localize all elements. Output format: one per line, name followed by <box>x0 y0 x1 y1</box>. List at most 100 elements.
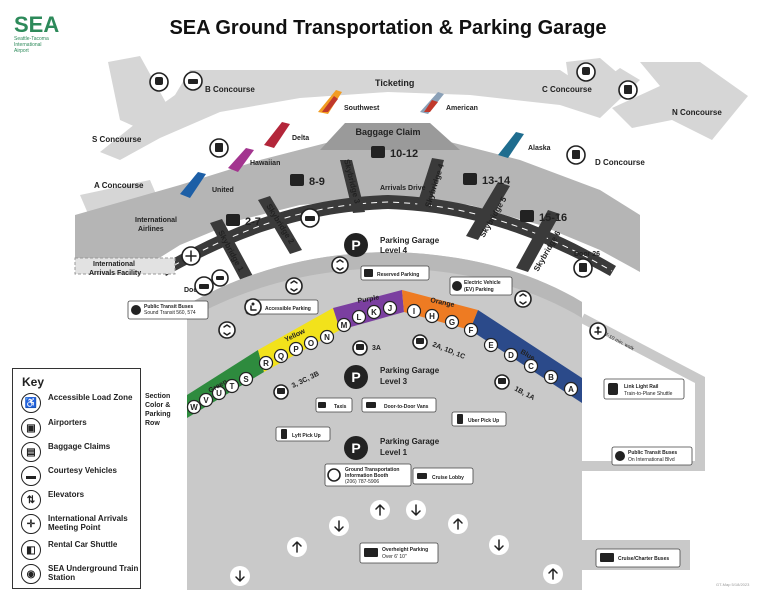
svg-text:8-9: 8-9 <box>309 176 325 188</box>
bus-icon <box>573 258 593 278</box>
elevator-icon <box>514 290 532 308</box>
logo-subtitle-2: International <box>14 42 42 48</box>
svg-text:Hawaiian: Hawaiian <box>250 160 280 167</box>
key-item-airporters: ▣ Airporters <box>21 418 139 440</box>
reserved-parking-box: Reserved Parking <box>360 265 430 281</box>
airline-alaska: Alaska <box>498 132 551 158</box>
svg-text:Electric Vehicle: Electric Vehicle <box>464 280 501 286</box>
concourse-a-label: A Concourse <box>94 181 144 190</box>
row-pin-f <box>463 322 479 338</box>
map-icons <box>149 62 638 482</box>
rental-car-icon <box>300 208 320 228</box>
section-legend-4: Row <box>145 420 160 427</box>
row-pin-i <box>406 303 422 319</box>
elevator-icon: ⇅ <box>21 490 41 510</box>
row-pin-h <box>424 308 440 324</box>
row-pin-l <box>351 309 367 325</box>
accessible-icon <box>244 298 262 316</box>
svg-text:Train-to-Plane Shuttle: Train-to-Plane Shuttle <box>624 391 673 397</box>
svg-text:Delta: Delta <box>292 135 309 142</box>
meeting-point-icon: ✛ <box>21 514 41 534</box>
airline-american: American <box>420 92 478 114</box>
taxi-icon <box>318 402 326 408</box>
arrow-up-icon <box>543 564 563 584</box>
row-pin-c <box>523 358 539 374</box>
arrow-down-icon <box>329 516 349 536</box>
walkway-to-light-rail <box>579 313 705 471</box>
row-pin-j <box>382 300 398 316</box>
row-letter-u: U <box>216 389 222 398</box>
logo-mark: SEA <box>14 12 59 37</box>
svg-text:United: United <box>212 187 234 194</box>
row-letter-i: I <box>413 307 415 316</box>
row-pin-g <box>444 314 460 330</box>
svg-text:P: P <box>351 440 360 456</box>
svg-text:P: P <box>351 369 360 385</box>
meeting-point-icon <box>181 246 201 266</box>
carousel-2-7: 2-7 <box>226 214 261 228</box>
row-pin-o <box>303 335 319 351</box>
arrow-down-icon <box>230 566 250 586</box>
arrow-up-icon <box>448 514 468 534</box>
terminal-band <box>75 138 640 272</box>
svg-text:Door-to-Door Vans: Door-to-Door Vans <box>384 404 429 410</box>
svg-text:Public Transit Buses: Public Transit Buses <box>628 450 677 456</box>
cruise-lobby-box: Cruise Lobby <box>412 467 474 485</box>
door-26-label: Door 26 <box>574 251 600 258</box>
arrow-down-icon <box>406 500 426 520</box>
row-letter-p: P <box>293 345 299 354</box>
accessible-parking-box: Accessible Parking <box>245 299 319 315</box>
row-pin-a <box>563 381 579 397</box>
gt-info-booth-box: Ground Transportation Information Booth … <box>324 463 412 487</box>
elevator-icon <box>218 321 236 339</box>
svg-text:Lyft Pick Up: Lyft Pick Up <box>292 433 321 439</box>
rental-car-icon <box>194 276 214 296</box>
svg-text:Level 1: Level 1 <box>380 448 408 457</box>
garage-level-3-marker: P Parking Garage Level 3 <box>344 365 440 389</box>
intl-airlines-label-1: International <box>135 217 177 224</box>
row-pin-t <box>224 378 240 394</box>
row-pin-d <box>503 347 519 363</box>
row-letter-v: V <box>203 396 209 405</box>
svg-text:10-12: 10-12 <box>390 148 418 160</box>
svg-text:Overheight Parking: Overheight Parking <box>382 547 428 553</box>
row-letter-b: B <box>548 373 554 382</box>
row-pin-m <box>336 317 352 333</box>
carousel-13-14: 13-14 <box>463 173 511 187</box>
row-pin-e <box>483 337 499 353</box>
airline-united: United <box>180 172 234 198</box>
row-pin-n <box>319 329 335 345</box>
lyft-pickup-box: Lyft Pick Up <box>275 426 331 442</box>
cruise-icon <box>417 473 427 479</box>
svg-text:Southwest: Southwest <box>344 105 380 112</box>
carousel-10-12: 10-12 <box>371 146 418 160</box>
svg-text:(EV) Parking: (EV) Parking <box>464 287 494 293</box>
baggage-claim-hall <box>320 123 460 150</box>
ticketing-label: Ticketing <box>375 78 414 88</box>
elevator-icon <box>331 256 349 274</box>
svg-text:On International Blvd: On International Blvd <box>628 457 675 463</box>
overheight-parking-box: Overheight Parking Over 6' 10" <box>359 542 439 564</box>
uber-icon <box>457 414 463 424</box>
bus-icon: ▣ <box>21 418 41 438</box>
skybridge-bars <box>210 158 560 283</box>
key-item-baggage: ▤ Baggage Claims <box>21 442 139 464</box>
key-title: Key <box>22 375 45 389</box>
footer-code: GT-Map 5/18/2023 <box>716 582 750 587</box>
row-letter-l: L <box>357 313 362 322</box>
arrow-up-icon <box>370 500 390 520</box>
lyft-icon <box>281 429 287 439</box>
row-letter-a: A <box>568 385 574 394</box>
traffic-arrows <box>230 500 563 586</box>
svg-text:Uber Pick Up: Uber Pick Up <box>468 418 499 424</box>
map-key: Key ♿ Accessible Load Zone ▣ Airporters … <box>12 368 141 589</box>
uber-pickup-box: Uber Pick Up <box>451 411 507 427</box>
link-light-rail-box: Link Light Rail Train-to-Plane Shuttle <box>603 378 685 400</box>
airline-hawaiian: Hawaiian <box>228 148 280 172</box>
svg-text:Sound Transit 560, 574: Sound Transit 560, 574 <box>144 310 196 316</box>
garage-level-1-marker: P Parking Garage Level 1 <box>344 436 440 460</box>
intl-arrivals-facility-strip <box>74 257 176 275</box>
section-orange-label: Orange <box>430 297 456 309</box>
row-letter-n: N <box>324 333 330 342</box>
